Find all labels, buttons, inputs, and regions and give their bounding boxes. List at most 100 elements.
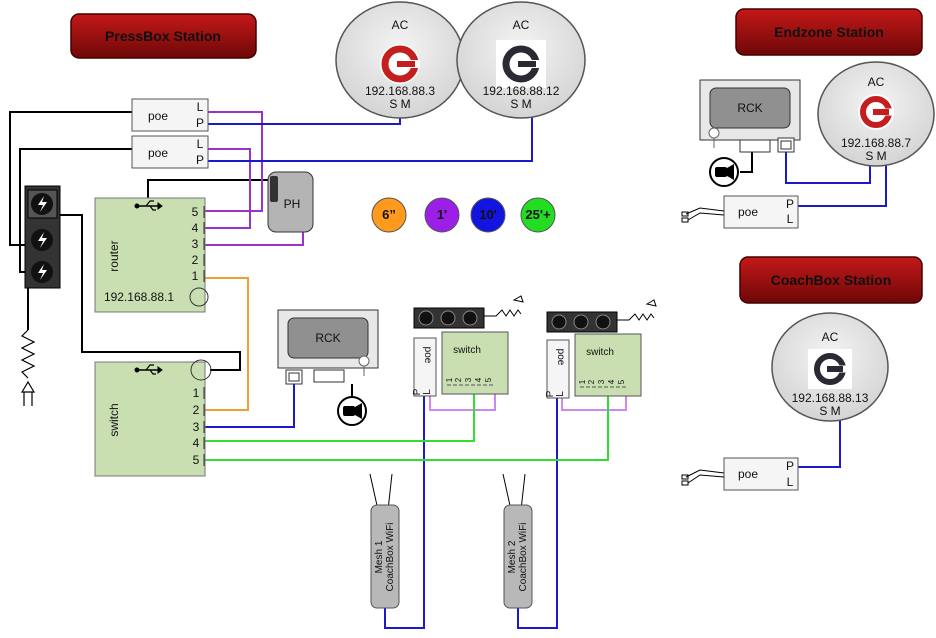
svg-text:10': 10': [479, 207, 497, 222]
camera-icon: [337, 396, 367, 426]
router-port-3: 3: [192, 237, 199, 251]
station-title: PressBox Station: [105, 28, 221, 44]
green-cable: [205, 388, 475, 442]
poe-label: poe: [148, 146, 168, 160]
green-cable: [205, 388, 609, 461]
outlet-icon: [418, 310, 434, 326]
outlet-icon: [31, 229, 53, 251]
ac-title: AC: [868, 75, 885, 89]
station-title: CoachBox Station: [771, 272, 892, 288]
access-point-ac1: AC 192.168.88.3 S M: [335, 1, 465, 119]
switch-label: switch: [107, 403, 121, 436]
led-icon: [358, 355, 370, 367]
antenna-icon: [369, 473, 393, 511]
outlet-icon: [440, 310, 456, 326]
svg-text:1: 1: [445, 377, 454, 382]
mesh-unit-2: Mesh 2 CoachBox WiFi: [502, 473, 533, 609]
switch-port-4: 4: [193, 436, 200, 450]
usb-icon: [134, 200, 163, 211]
power-jack-icon: [190, 359, 212, 381]
poe-label: poe: [422, 347, 433, 364]
power-plug-icon: [484, 295, 524, 317]
endzone-station-header: Endzone Station: [735, 8, 923, 56]
svg-text:P: P: [412, 388, 423, 395]
svg-text:P: P: [545, 390, 556, 397]
cable-legend: 6” 1' 10' 25'+: [371, 197, 556, 233]
poe-label: poe: [148, 109, 168, 123]
power-strip: [20, 185, 61, 406]
rck-device-pressbox: RCK: [277, 309, 379, 426]
poe-l-port: L: [197, 100, 204, 114]
plug-icon: [681, 469, 725, 486]
ac-ip: 192.168.88.12: [483, 84, 560, 98]
svg-text:4: 4: [607, 379, 616, 384]
poe-cable: [205, 148, 251, 229]
ac-ip: 192.168.88.3: [365, 84, 435, 98]
field-unit-1: poe P L switch 1 2 3 4 5: [412, 295, 524, 397]
ac-sm: S M: [389, 97, 410, 111]
legend-item-10ft: 10': [470, 197, 506, 233]
poe-injector-1: poe L P: [131, 98, 209, 132]
poe-injector-endzone: poe P L: [681, 195, 799, 229]
switch-port-1: 1: [193, 386, 200, 400]
endzone-poe-cable: [798, 165, 887, 207]
hdmi-port-icon: [739, 139, 771, 153]
mesh1-cable: [384, 395, 425, 629]
power-plug-icon: [20, 329, 36, 406]
poe-l-port: L: [197, 137, 204, 151]
router-label: router: [107, 240, 121, 271]
svg-text:5: 5: [484, 377, 493, 382]
rck-label: RCK: [315, 331, 340, 345]
ac-title: AC: [822, 330, 839, 344]
router: router 5 4 3 2 1 192.168.88.1: [94, 197, 209, 313]
outlet-icon: [573, 314, 589, 330]
svg-text:2: 2: [587, 379, 596, 384]
ac-sm: S M: [865, 149, 886, 163]
usb-cable: [147, 179, 272, 198]
switch-port-3: 3: [193, 420, 200, 434]
poe-p-port: P: [196, 116, 204, 130]
ethernet-port-icon: [777, 137, 795, 153]
ethernet-port-icon: [285, 369, 303, 385]
outlet-icon: [551, 314, 567, 330]
router-port-1: 1: [192, 269, 199, 283]
mesh-label: Mesh 1: [374, 540, 385, 573]
svg-text:L: L: [422, 389, 433, 395]
outlet-icon: [595, 314, 611, 330]
switch-label: switch: [453, 345, 481, 356]
red-logo-icon: [858, 94, 894, 130]
svg-text:2: 2: [454, 377, 463, 382]
camera-icon: [709, 157, 739, 187]
router-port-5: 5: [192, 205, 199, 219]
svg-text:3: 3: [597, 379, 606, 384]
ph-device: PH: [267, 171, 314, 233]
outlet-icon: [31, 261, 53, 283]
access-point-ac2: AC 192.168.88.12 S M: [456, 1, 586, 119]
svg-text:1: 1: [578, 379, 587, 384]
poe-injector-2: poe L P: [131, 135, 209, 169]
router-port-2: 2: [192, 253, 199, 267]
station-title: Endzone Station: [774, 24, 884, 40]
dark-logo-icon: [808, 349, 852, 389]
field-unit-2: poe P L switch 1 2 3 4 5: [545, 299, 657, 399]
led-icon: [708, 127, 720, 139]
red-logo-icon: [380, 44, 420, 84]
svg-text:1': 1': [437, 207, 447, 222]
switch-port-5: 5: [193, 453, 200, 467]
ph-cable: [205, 232, 304, 246]
ac-title: AC: [513, 18, 530, 32]
main-switch: switch 1 2 3 4 5: [94, 359, 212, 477]
ac-title: AC: [392, 18, 409, 32]
coachbox-station-header: CoachBox Station: [739, 256, 923, 304]
ac-ip: 192.168.88.13: [792, 391, 869, 405]
ac-sm: S M: [510, 97, 531, 111]
svg-text:5: 5: [617, 379, 626, 384]
switch-port-2: 2: [193, 403, 200, 417]
ac-ip: 192.168.88.7: [841, 136, 911, 150]
svg-text:3: 3: [464, 377, 473, 382]
usb-icon: [134, 364, 163, 375]
access-point-ac4: AC 192.168.88.13 S M: [771, 312, 889, 422]
ph-label: PH: [284, 197, 301, 211]
poe-label: poe: [555, 349, 566, 366]
rck-device-endzone: RCK: [699, 79, 801, 187]
